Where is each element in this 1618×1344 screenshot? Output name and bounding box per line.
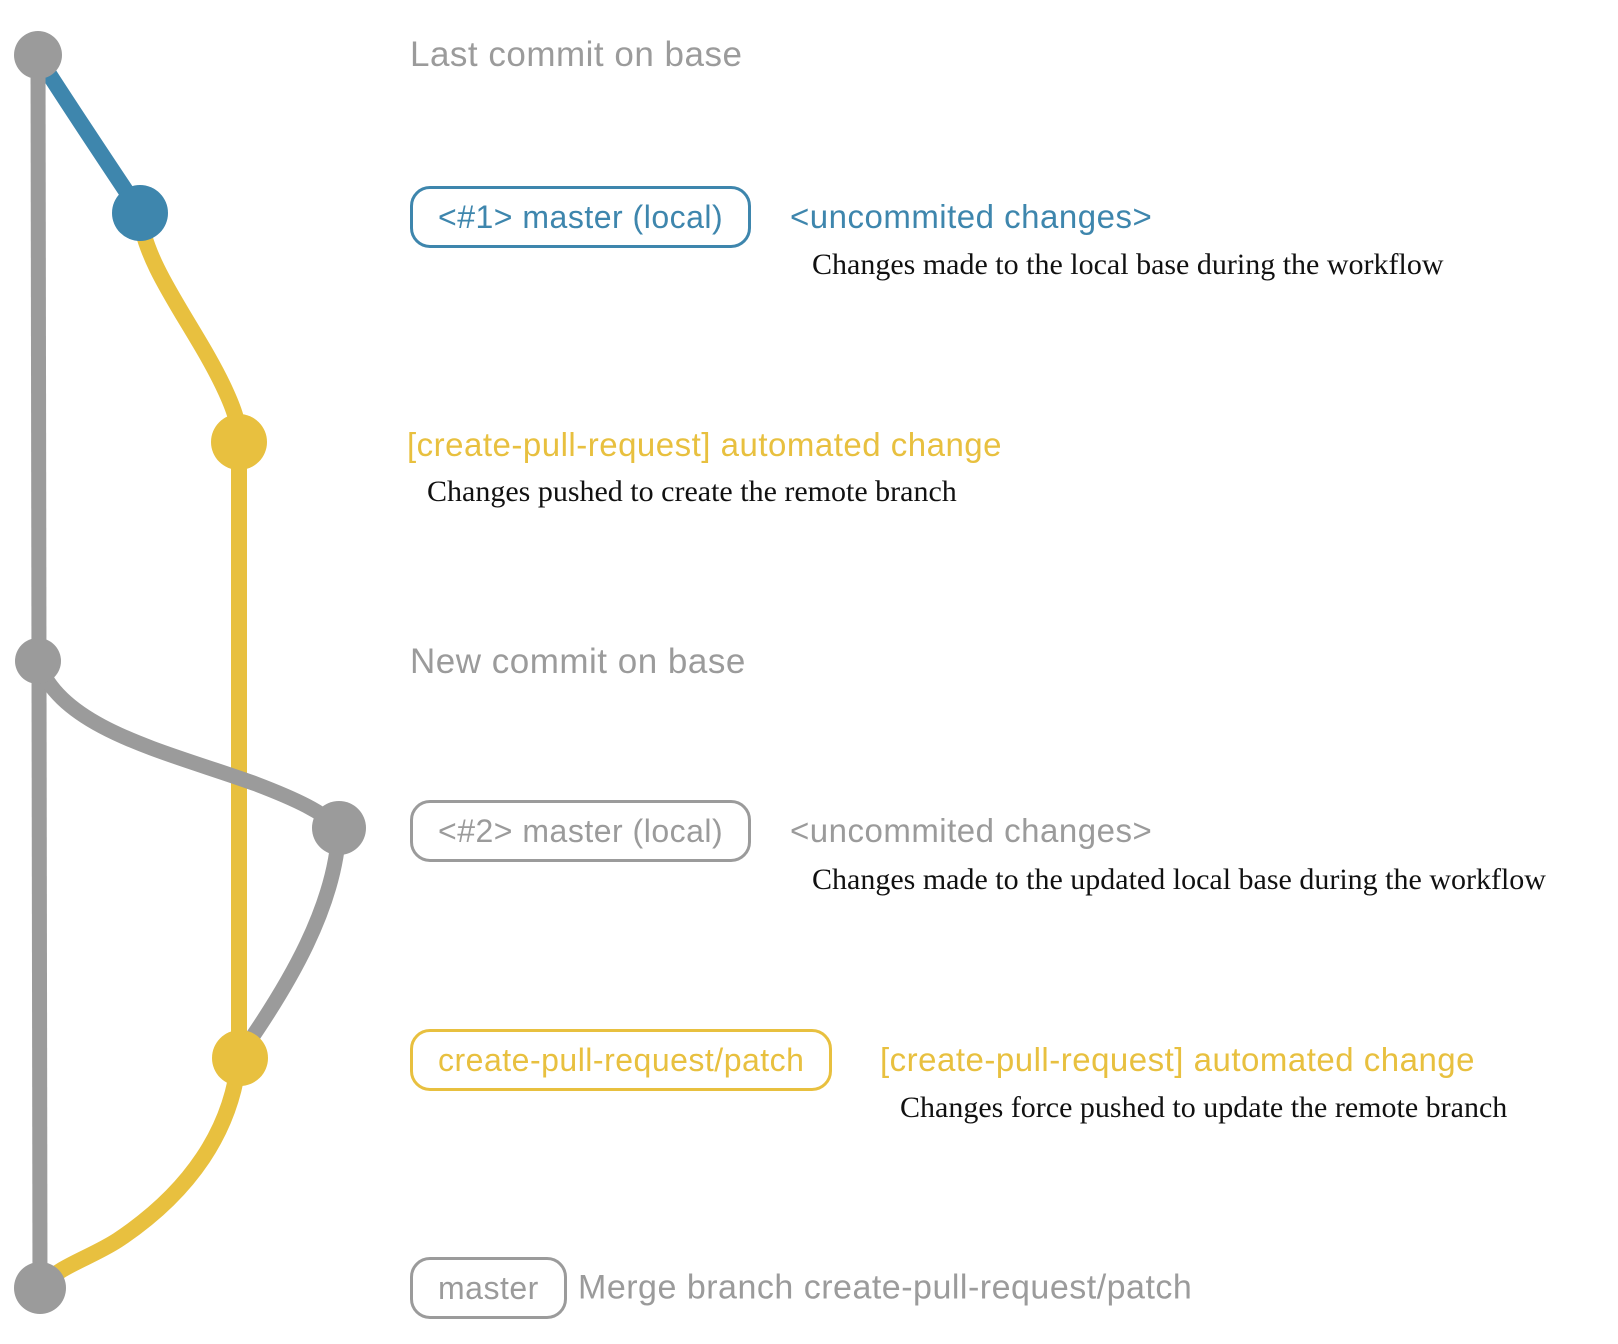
commit-note-uncommited-1: <uncommited changes> [790, 198, 1153, 235]
description-local-changes-2: Changes made to the updated local base d… [812, 863, 1546, 896]
branch-line-local-1 [32, 52, 148, 220]
description-force-push: Changes force pushed to update the remot… [900, 1091, 1508, 1124]
commit-node-patch-2 [212, 1030, 268, 1086]
commit-node-last-base [14, 31, 62, 79]
row-title-last-commit: Last commit on base [410, 35, 743, 74]
description-local-changes-1: Changes made to the local base during th… [812, 248, 1444, 281]
commit-note-automated-change-2: [create-pull-request] automated change [880, 1041, 1476, 1078]
row-title-new-commit: New commit on base [410, 642, 746, 681]
branch-line-local-2-in [234, 820, 347, 1060]
branch-badge-master: master [410, 1257, 567, 1319]
commit-node-new-base [15, 638, 61, 684]
commit-node-local-2 [312, 801, 366, 855]
branch-badge-master-local-2: <#2> master (local) [410, 800, 752, 862]
branch-badge-patch: create-pull-request/patch [410, 1029, 833, 1091]
branch-badge-master-local-1: <#1> master (local) [410, 186, 752, 248]
description-push-create: Changes pushed to create the remote bran… [427, 475, 957, 508]
commit-note-automated-change-1: [create-pull-request] automated change [407, 426, 1003, 463]
commit-node-merge [14, 1262, 66, 1314]
commit-note-merge: Merge branch create-pull-request/patch [578, 1268, 1193, 1307]
commit-note-uncommited-2: <uncommited changes> [790, 812, 1153, 849]
commit-node-patch-1 [211, 414, 267, 470]
commit-node-local-1 [112, 185, 168, 241]
branch-line-local-2-out [30, 654, 347, 836]
